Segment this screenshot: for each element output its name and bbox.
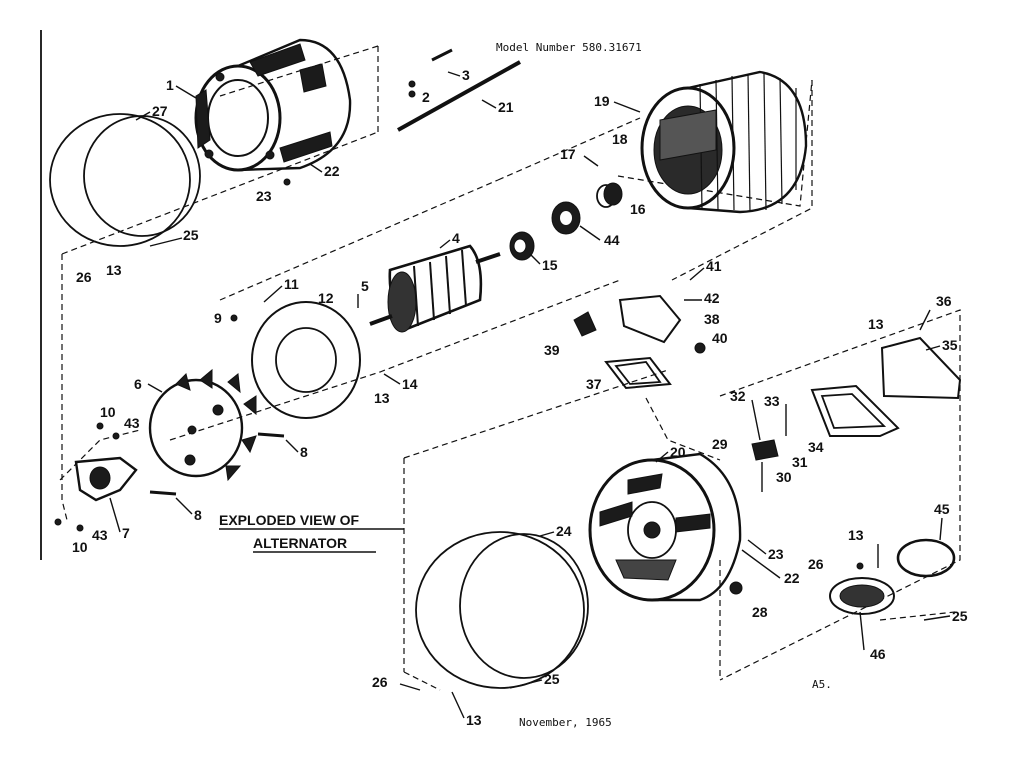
callout-30: 30 [776, 469, 792, 485]
title-line-1: EXPLODED VIEW OF [219, 512, 359, 528]
callout-32: 32 [730, 388, 746, 404]
callout-15: 15 [542, 257, 558, 273]
callout-12: 12 [318, 290, 334, 306]
callout-13b: 13 [374, 390, 390, 406]
cover-45 [829, 577, 895, 615]
terminal-block-29 [751, 439, 779, 461]
rectifier-heatsink [148, 368, 257, 482]
callout-10-upper: 10 [100, 404, 116, 420]
callout-26b: 26 [808, 556, 824, 572]
callout-labels: 1 27 3 2 21 22 23 25 26 13 19 18 17 16 4… [54, 67, 968, 728]
screw-8-lower [149, 490, 177, 496]
callout-5: 5 [361, 278, 369, 294]
callout-7: 7 [122, 525, 130, 541]
callout-3: 3 [462, 67, 470, 83]
callout-23b: 23 [768, 546, 784, 562]
callout-42: 42 [704, 290, 720, 306]
model-number-text: Model Number 580.31671 [496, 41, 642, 54]
rear-housing [588, 452, 742, 602]
callout-1: 1 [166, 77, 174, 93]
callout-24: 24 [556, 523, 572, 539]
callout-43-lower: 43 [92, 527, 108, 543]
front-housing [194, 38, 352, 172]
date-text: November, 1965 [519, 716, 612, 729]
callout-28: 28 [752, 604, 768, 620]
callout-25c: 25 [544, 671, 560, 687]
callout-13: 13 [106, 262, 122, 278]
callout-9: 9 [214, 310, 222, 326]
gasket-37 [604, 356, 672, 390]
callout-46: 45 [934, 501, 950, 517]
callout-18: 18 [612, 131, 628, 147]
page-code: A5. [812, 678, 832, 691]
callout-38: 38 [704, 311, 720, 327]
nut-28 [729, 581, 743, 595]
bearing-44 [551, 201, 581, 235]
screw-8-upper [257, 432, 285, 438]
callout-19: 19 [594, 93, 610, 109]
bearing-15 [509, 231, 535, 261]
callout-31: 31 [792, 454, 808, 470]
callout-37: 37 [586, 376, 602, 392]
title-line-2: ALTERNATOR [253, 535, 347, 551]
callout-22: 22 [324, 163, 340, 179]
housing-cover-band [49, 113, 201, 247]
rear-plate [251, 301, 361, 419]
callout-13d: 13 [848, 527, 864, 543]
callout-23: 23 [256, 188, 272, 204]
callout-25: 25 [183, 227, 199, 243]
rear-cover-band [415, 531, 589, 689]
callout-20: 20 [670, 444, 686, 460]
callout-44: 44 [604, 232, 620, 248]
mounting-bracket [74, 456, 138, 502]
callout-22b: 22 [784, 570, 800, 586]
screw-3 [431, 48, 453, 62]
screen-46 [896, 538, 956, 578]
callout-34: 34 [808, 439, 824, 455]
callout-8-lower: 8 [194, 507, 202, 523]
callout-29: 29 [712, 436, 728, 452]
diagram-title: EXPLODED VIEW OF ALTERNATOR [219, 512, 404, 553]
callout-13e: 13 [466, 712, 482, 728]
gasket-34 [810, 384, 900, 437]
callout-33: 33 [764, 393, 780, 409]
callout-35: 35 [942, 337, 958, 353]
callout-10-lower: 10 [72, 539, 88, 555]
callout-26c: 26 [372, 674, 388, 690]
callout-26: 26 [76, 269, 92, 285]
callout-45: 46 [870, 646, 886, 662]
callout-25b: 25 [952, 608, 968, 624]
assembly-centerlines [59, 45, 961, 691]
cover-plate-35 [880, 336, 962, 400]
callout-27: 27 [152, 103, 168, 119]
callout-17: 17 [560, 146, 576, 162]
bearing-16 [596, 182, 623, 208]
callout-13c: 13 [868, 316, 884, 332]
callout-41: 41 [706, 258, 722, 274]
regulator-38 [618, 294, 682, 344]
callout-6-upper: 6 [134, 376, 142, 392]
callout-36: 36 [936, 293, 952, 309]
connector-39 [573, 311, 597, 337]
through-bolt-21 [397, 60, 521, 132]
callout-16: 16 [630, 201, 646, 217]
callout-11: 11 [284, 276, 299, 292]
callout-39: 39 [544, 342, 560, 358]
callout-14: 14 [402, 376, 418, 392]
callout-4: 4 [452, 230, 460, 246]
stator-field [640, 70, 808, 214]
screw-2 [408, 80, 416, 98]
callout-43-upper: 43 [124, 415, 140, 431]
rotor-armature [369, 244, 501, 333]
callout-8-upper: 8 [300, 444, 308, 460]
callout-2: 2 [422, 89, 430, 105]
callout-21: 21 [498, 99, 514, 115]
callout-40: 40 [712, 330, 728, 346]
